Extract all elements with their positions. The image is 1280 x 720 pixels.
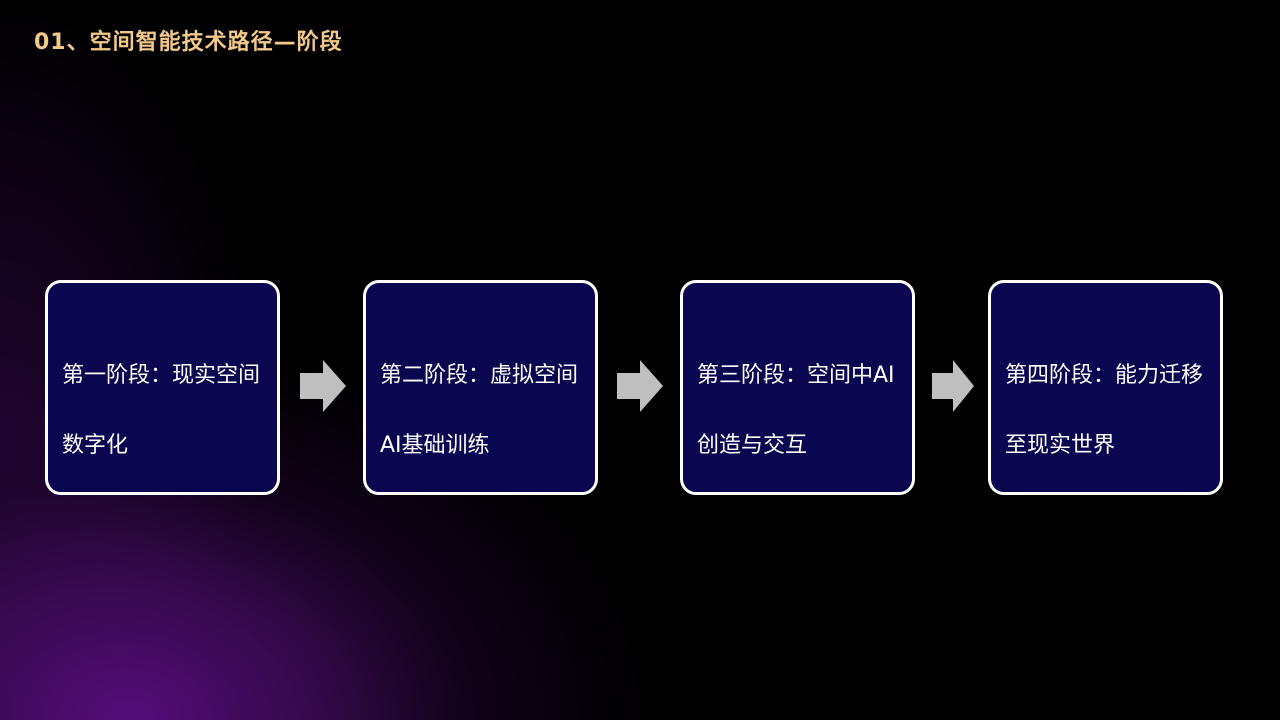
- arrow-right-icon: [617, 360, 663, 412]
- arrow-right-icon: [300, 360, 346, 412]
- arrow-right-icon: [932, 360, 974, 412]
- stage-4-box: 第四阶段：能力迁移至现实世界: [988, 280, 1223, 495]
- stage-3-box: 第三阶段：空间中AI创造与交互: [680, 280, 915, 495]
- stage-1-label: 第一阶段：现实空间数字化: [62, 363, 261, 458]
- page-title: 01、空间智能技术路径—阶段: [34, 30, 343, 55]
- stage-2-box: 第二阶段：虚拟空间AI基础训练: [363, 280, 598, 495]
- stage-4-label: 第四阶段：能力迁移至现实世界: [1005, 363, 1204, 458]
- stage-2-label: 第二阶段：虚拟空间AI基础训练: [380, 363, 579, 458]
- stage-1-box: 第一阶段：现实空间数字化: [45, 280, 280, 495]
- stage-3-label: 第三阶段：空间中AI创造与交互: [697, 363, 895, 458]
